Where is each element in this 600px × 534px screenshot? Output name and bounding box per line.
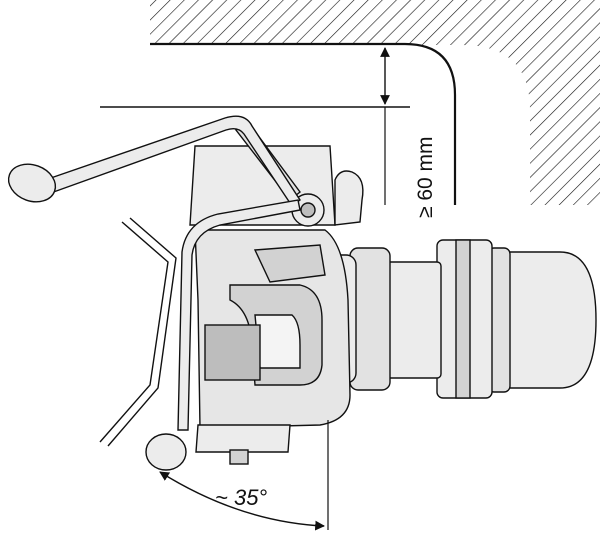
- body-bolt: [229, 449, 249, 465]
- clearance-dimension: ≥ 60 mm: [100, 47, 437, 218]
- body-jaw: [254, 314, 301, 369]
- body-bottom-plate: [195, 424, 291, 453]
- pivot-inner: [300, 202, 316, 218]
- body-lug: [334, 170, 364, 226]
- lower-handle-grip: [145, 433, 187, 471]
- housing-dome: [504, 251, 597, 389]
- wall-obstruction: [150, 0, 600, 205]
- guard-wire-inner: [107, 217, 177, 447]
- hitch-body: [189, 145, 364, 465]
- angle-dimension: ~ 35°: [159, 420, 329, 531]
- coupling-housing: [317, 239, 597, 399]
- body-bracket: [253, 244, 326, 283]
- clearance-label: ≥ 60 mm: [414, 136, 437, 218]
- guard-wire-outer: [99, 221, 169, 443]
- lower-handle: [145, 199, 301, 471]
- upper-handle-grip: [7, 163, 57, 203]
- body-side-plate: [204, 324, 261, 381]
- angle-arc: [159, 471, 325, 531]
- lower-handle-rod: [177, 199, 301, 431]
- guard-frame: [99, 217, 177, 447]
- wall-outline: [150, 42, 457, 205]
- housing-collar-band: [455, 239, 471, 399]
- wall-hatch: [150, 0, 600, 205]
- angle-label: ~ 35°: [215, 485, 267, 510]
- housing-neck: [384, 261, 442, 379]
